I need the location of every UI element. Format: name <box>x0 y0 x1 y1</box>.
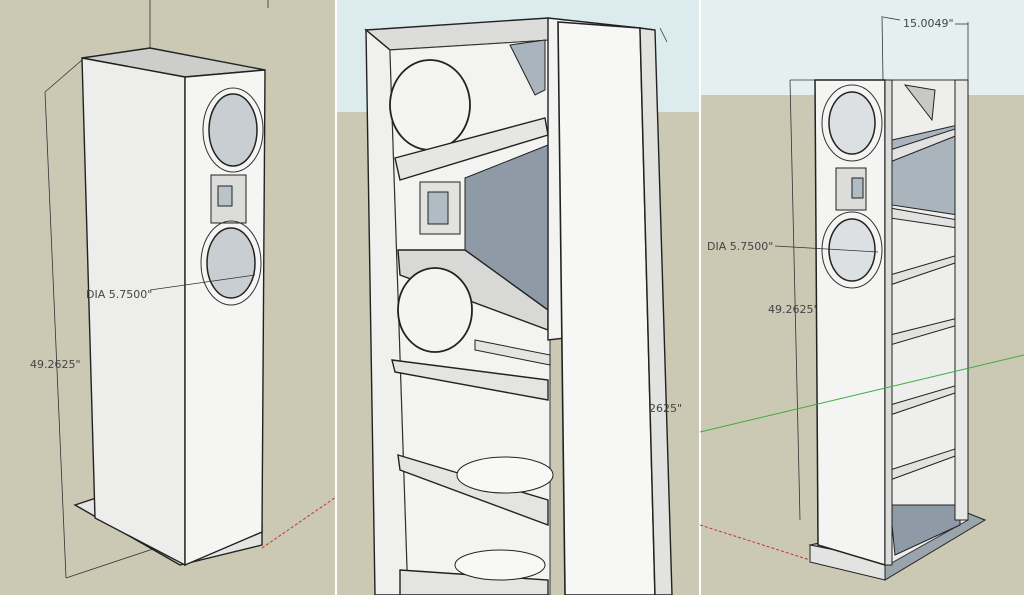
driver-diameter-label: DIA 5.7500" <box>707 240 773 253</box>
sky-right <box>700 0 1024 95</box>
green-axis <box>699 354 1024 433</box>
height-partial-label: 2625" <box>649 402 682 415</box>
closed-cabinet-view: DIA 5.7500" 49.2625" <box>30 0 337 579</box>
red-axis <box>699 524 811 561</box>
driver-diameter-label: DIA 5.7500" <box>86 288 152 301</box>
height-dimension-label: 49.2625" <box>30 358 81 371</box>
height-dimension-label: 49.2625" <box>768 303 819 316</box>
open-cabinet-view: 15.0049" 49.2625" DIA 5.7500" <box>699 15 1024 581</box>
cutaway-closeup-view: 2625" <box>364 17 682 595</box>
width-dimension-label: 15.0049" <box>903 17 954 30</box>
